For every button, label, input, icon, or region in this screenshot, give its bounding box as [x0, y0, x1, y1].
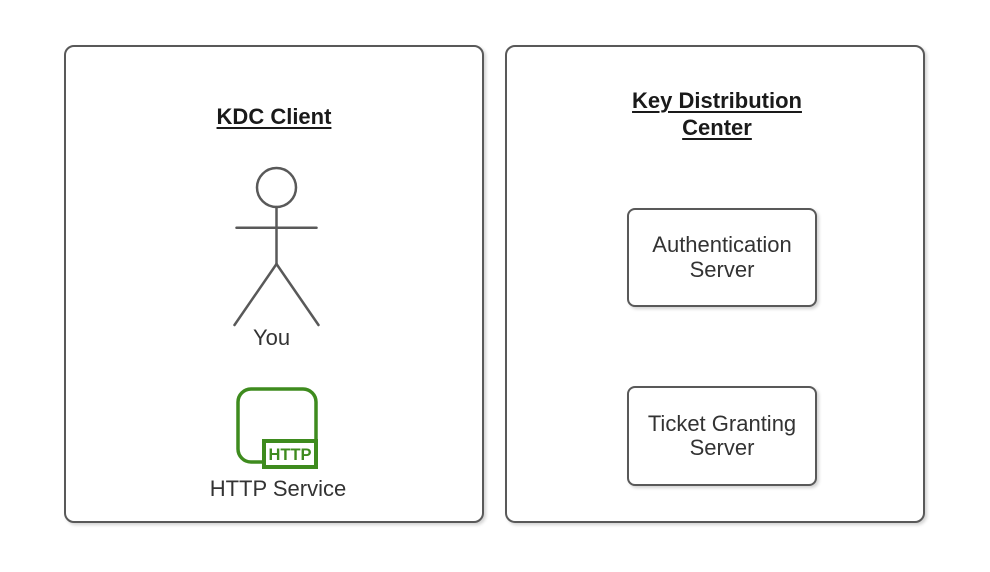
authentication-server-box: Authentication Server	[627, 208, 817, 307]
ticket-granting-server-box: Ticket Granting Server	[627, 386, 817, 486]
http-service-icon: HTTP	[236, 387, 318, 469]
http-icon-tag	[262, 439, 318, 469]
kdc-client-panel: KDC Client You HTTP HTTP Service	[64, 45, 484, 523]
key-distribution-center-title: Key Distribution Center	[632, 88, 802, 140]
key-distribution-center-panel: Key Distribution Center Authentication S…	[505, 45, 925, 523]
ticket-granting-server-label: Ticket Granting Server	[647, 410, 797, 460]
stick-figure-icon	[233, 166, 320, 327]
authentication-server-label: Authentication Server	[652, 232, 792, 282]
actor-left-leg	[233, 262, 278, 327]
http-service-label: HTTP Service	[209, 476, 347, 501]
actor-head	[255, 166, 298, 209]
kdc-client-title: KDC Client	[216, 104, 332, 129]
actor-right-leg	[275, 262, 320, 327]
http-icon-label: HTTP	[268, 446, 311, 464]
actor-label: You	[252, 325, 291, 350]
